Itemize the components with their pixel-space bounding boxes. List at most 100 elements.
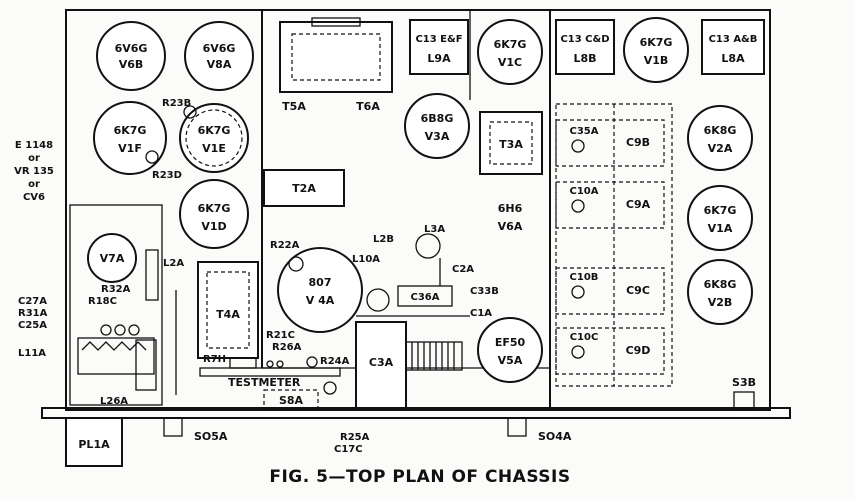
tube-label: 6V6G	[203, 42, 236, 55]
socket-so4a	[507, 417, 527, 437]
tube-v2a	[687, 105, 753, 171]
coil-l26a	[135, 339, 157, 391]
transformer-core	[206, 271, 250, 349]
part-label: L2A	[163, 258, 184, 269]
part-label: L8B	[573, 52, 596, 65]
tube-label: 6K7G	[198, 202, 231, 215]
part-label: SO4A	[538, 430, 572, 443]
tube-label: V3A	[425, 130, 450, 143]
part-label: C2A	[452, 264, 474, 275]
part-label: C36A	[411, 292, 440, 303]
part-label: S3B	[732, 376, 756, 389]
resistor-r23b	[183, 105, 197, 119]
part-label: C13 E&F	[415, 34, 462, 45]
transformer-cap	[311, 17, 361, 27]
tube-label: 6K7G	[704, 204, 737, 217]
tube-shield	[185, 109, 243, 167]
socket-so5a	[163, 417, 183, 437]
tube-label: V1B	[644, 54, 669, 67]
capacitor-c36a	[397, 285, 453, 307]
part-label: L9A	[427, 52, 451, 65]
rf-subassembly	[69, 204, 163, 406]
part-label: T2A	[292, 182, 316, 195]
part-label: L8A	[721, 52, 745, 65]
coil-l2a	[145, 249, 159, 301]
coil-former	[405, 341, 463, 371]
tube-label: V 4A	[306, 294, 335, 307]
part-label: R7H	[203, 354, 226, 365]
part-label: C10C	[570, 332, 599, 343]
part-label: R22A	[270, 240, 300, 251]
tube-v3a	[404, 93, 470, 159]
resistor-r26a	[276, 360, 284, 368]
transformer-core	[291, 33, 381, 81]
figure-caption: FIG. 5—TOP PLAN OF CHASSIS	[269, 467, 570, 487]
tube-label: V7A	[100, 252, 125, 265]
tube-label: V8A	[207, 58, 232, 71]
capacitor-l8a	[701, 19, 765, 75]
coil-l3a	[415, 233, 441, 259]
part-label: or	[28, 153, 40, 164]
part-label: R18C	[88, 296, 117, 307]
tube-label: V2A	[708, 142, 733, 155]
part-label: PL1A	[78, 438, 110, 451]
tube-label: V1F	[118, 142, 142, 155]
trimmer-c10b	[571, 285, 585, 299]
tube-label: V6A	[498, 220, 523, 233]
tube-v8a	[184, 21, 254, 91]
part-label: T5A	[282, 100, 306, 113]
part-label: T4A	[216, 308, 240, 321]
part-label: R31A	[18, 308, 48, 319]
tube-label: 6K7G	[494, 38, 527, 51]
tube-v4a	[277, 247, 363, 333]
part-label: C35A	[570, 126, 599, 137]
part-label: L10A	[352, 254, 380, 265]
trimmer-r31a	[114, 324, 126, 336]
tube-v6b	[96, 21, 166, 91]
transformer-core	[489, 121, 533, 165]
part-label: R32A	[101, 284, 131, 295]
coil-l10a	[366, 288, 390, 312]
part-label: L11A	[18, 348, 46, 359]
coil-winding	[81, 341, 147, 351]
tube-v1f	[93, 101, 167, 175]
part-label: C25A	[18, 320, 47, 331]
part-label: S8A	[279, 394, 304, 407]
trimmer-c35a	[571, 139, 585, 153]
tube-v1c	[477, 19, 543, 85]
part-label: T3A	[499, 138, 523, 151]
part-label: R26A	[272, 342, 302, 353]
part-label: R23B	[162, 98, 191, 109]
trimmer-c10a	[571, 199, 585, 213]
part-label: VR 135	[14, 166, 54, 177]
part-label: R21C	[266, 330, 295, 341]
transformer-t4a	[197, 261, 259, 359]
tube-label: EF50	[495, 336, 526, 349]
tube-label: 6K8G	[704, 278, 737, 291]
part-label: R23D	[152, 170, 182, 181]
part-label: C10B	[570, 272, 599, 283]
part-label: C33B	[470, 286, 499, 297]
part-label: R25A	[340, 432, 370, 443]
part-label: C3A	[369, 356, 394, 369]
part-label: C9B	[626, 136, 650, 149]
part-label: C9C	[626, 284, 650, 297]
tube-label: V1E	[202, 142, 226, 155]
part-label: E 1148	[15, 140, 53, 151]
part-label: L2B	[373, 234, 394, 245]
tube-label: V1C	[498, 56, 522, 69]
tube-label: 6V6G	[115, 42, 148, 55]
transformer-t5a-t6a	[279, 21, 393, 93]
tube-label: 6K8G	[704, 124, 737, 137]
capacitor-l9a	[409, 19, 469, 75]
transformer-t2a	[263, 169, 345, 207]
part-label: C13 A&B	[709, 34, 758, 45]
tube-label: V5A	[498, 354, 523, 367]
tube-label: V2B	[708, 296, 733, 309]
tube-v1d	[179, 179, 249, 249]
tube-label: 807	[309, 276, 332, 289]
tube-label: 6H6	[498, 202, 523, 215]
part-label: or	[28, 179, 40, 190]
front-rail	[41, 407, 791, 419]
